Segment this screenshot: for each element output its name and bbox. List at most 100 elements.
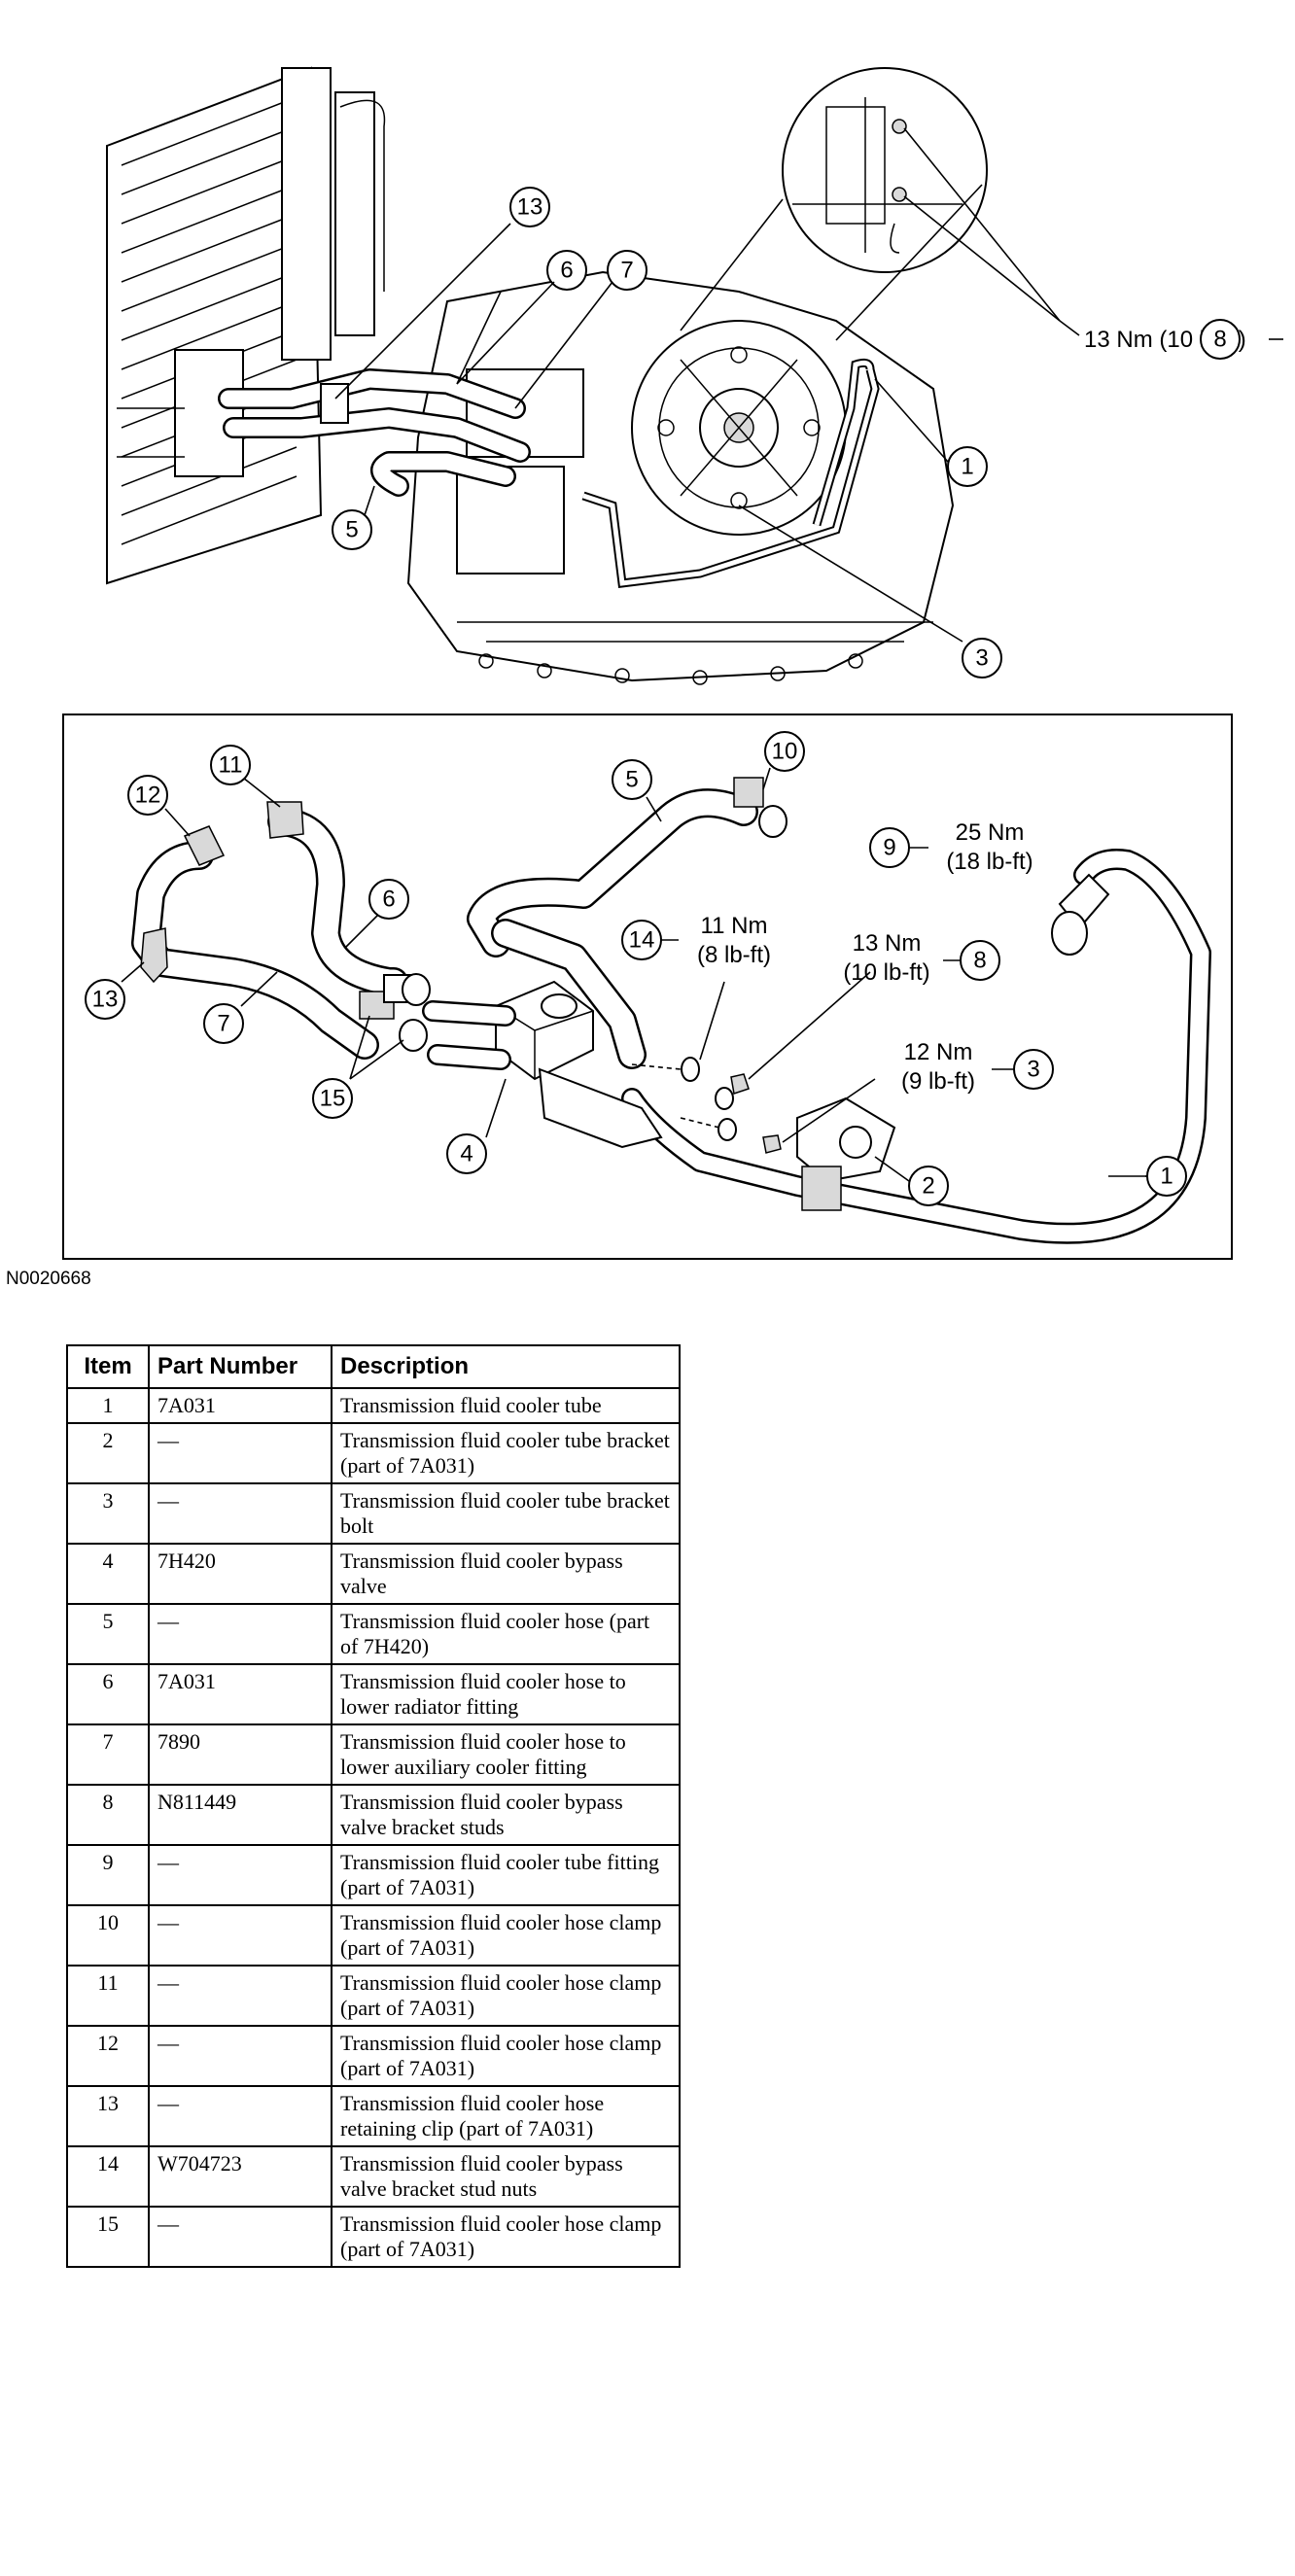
table-row: 11—Transmission fluid cooler hose clamp …: [66, 1965, 681, 2027]
cell-part-number: —: [148, 2085, 332, 2147]
cell-item: 2: [66, 1422, 150, 1484]
table-row: 10—Transmission fluid cooler hose clamp …: [66, 1904, 681, 1967]
cooler-lines-diagram: 1 3 5 6 7 13 13 Nm (10 lb-ft) 8: [62, 66, 1283, 1260]
callout-5: 5: [345, 517, 358, 543]
cell-item: 12: [66, 2025, 150, 2087]
callout-8b: 8: [973, 948, 986, 974]
callout-7: 7: [620, 258, 633, 284]
cell-part-number: —: [148, 1422, 332, 1484]
callout-15: 15: [320, 1086, 346, 1112]
cell-part-number: —: [148, 1844, 332, 1906]
cell-description: Transmission fluid cooler hose clamp (pa…: [331, 1904, 681, 1967]
torque-13-line1: 13 Nm: [853, 930, 922, 957]
torque-12-line2: (9 lb-ft): [901, 1068, 975, 1095]
cell-item: 4: [66, 1543, 150, 1605]
bottom-view-frame: [62, 714, 1233, 1260]
cell-item: 8: [66, 1784, 150, 1846]
cell-description: Transmission fluid cooler hose clamp (pa…: [331, 2025, 681, 2087]
callout-7b: 7: [217, 1011, 229, 1037]
cell-item: 14: [66, 2145, 150, 2208]
cell-description: Transmission fluid cooler bypass valve b…: [331, 2145, 681, 2208]
cell-description: Transmission fluid cooler tube bracket (…: [331, 1422, 681, 1484]
cell-description: Transmission fluid cooler hose (part of …: [331, 1603, 681, 1665]
torque-12-line1: 12 Nm: [904, 1039, 973, 1065]
cell-part-number: —: [148, 2025, 332, 2087]
radiator-illustration: [106, 66, 386, 585]
callout-12: 12: [135, 783, 161, 809]
callout-6: 6: [560, 258, 573, 284]
header-description: Description: [331, 1344, 681, 1389]
cell-description: Transmission fluid cooler bypass valve b…: [331, 1784, 681, 1846]
table-row: 2—Transmission fluid cooler tube bracket…: [66, 1422, 681, 1484]
cell-part-number: —: [148, 1904, 332, 1967]
cell-part-number: W704723: [148, 2145, 332, 2208]
figure-code: N0020668: [6, 1269, 91, 1289]
cell-item: 3: [66, 1482, 150, 1545]
callout-1b: 1: [1160, 1164, 1172, 1190]
table-row: 9—Transmission fluid cooler tube fitting…: [66, 1844, 681, 1906]
top-callouts: 1 3 5 6 7 13 13 Nm (10 lb-ft) 8: [332, 127, 1283, 679]
cell-item: 9: [66, 1844, 150, 1906]
callout-11: 11: [219, 752, 243, 779]
cell-part-number: 7A031: [148, 1387, 332, 1424]
cell-description: Transmission fluid cooler hose to lower …: [331, 1723, 681, 1786]
top-view: 1 3 5 6 7 13 13 Nm (10 lb-ft) 8: [106, 66, 1283, 685]
callout-10: 10: [772, 739, 798, 765]
torque-25-line1: 25 Nm: [956, 819, 1025, 846]
callout-6b: 6: [382, 887, 395, 913]
torque-25-line2: (18 lb-ft): [946, 849, 1032, 875]
cell-item: 1: [66, 1387, 150, 1424]
exploded-hoses: [131, 788, 1211, 1244]
callout-14: 14: [629, 927, 655, 954]
torque-11-line1: 11 Nm: [701, 913, 768, 939]
cell-description: Transmission fluid cooler bypass valve: [331, 1543, 681, 1605]
cell-description: Transmission fluid cooler tube: [331, 1387, 681, 1424]
cell-part-number: N811449: [148, 1784, 332, 1846]
header-item: Item: [66, 1344, 150, 1389]
callout-1: 1: [961, 454, 973, 480]
cell-description: Transmission fluid cooler tube bracket b…: [331, 1482, 681, 1545]
torque-13-line2: (10 lb-ft): [843, 959, 929, 986]
cell-item: 13: [66, 2085, 150, 2147]
torque-11-line2: (8 lb-ft): [697, 942, 771, 968]
callout-2: 2: [922, 1173, 934, 1200]
table-header-row: Item Part Number Description: [66, 1344, 681, 1389]
header-part-number: Part Number: [148, 1344, 332, 1389]
cell-part-number: —: [148, 1603, 332, 1665]
callout-4: 4: [460, 1141, 472, 1167]
callout-5b: 5: [625, 767, 638, 793]
callout-13b: 13: [92, 987, 119, 1013]
cell-part-number: 7H420: [148, 1543, 332, 1605]
table-row: 5—Transmission fluid cooler hose (part o…: [66, 1603, 681, 1665]
top-cooler-lines: [218, 358, 880, 589]
table-row: 13—Transmission fluid cooler hose retain…: [66, 2085, 681, 2147]
callout-3: 3: [975, 645, 988, 672]
cell-description: Transmission fluid cooler hose clamp (pa…: [331, 1965, 681, 2027]
cell-item: 10: [66, 1904, 150, 1967]
cell-part-number: 7A031: [148, 1663, 332, 1725]
cell-part-number: —: [148, 1482, 332, 1545]
cell-description: Transmission fluid cooler hose to lower …: [331, 1663, 681, 1725]
cell-item: 5: [66, 1603, 150, 1665]
cell-part-number: 7890: [148, 1723, 332, 1786]
bottom-view: 1 2 3 4 5 6 7 13 Nm (10 lb-ft): [62, 714, 1233, 1260]
callout-8: 8: [1213, 327, 1226, 353]
cell-item: 6: [66, 1663, 150, 1725]
callout-13: 13: [517, 194, 543, 221]
table-row: 3—Transmission fluid cooler tube bracket…: [66, 1482, 681, 1545]
cell-description: Transmission fluid cooler tube fitting (…: [331, 1844, 681, 1906]
callout-3b: 3: [1027, 1057, 1039, 1083]
cell-part-number: —: [148, 2206, 332, 2268]
cell-item: 7: [66, 1723, 150, 1786]
cell-description: Transmission fluid cooler hose retaining…: [331, 2085, 681, 2147]
cell-description: Transmission fluid cooler hose clamp (pa…: [331, 2206, 681, 2268]
cell-item: 11: [66, 1965, 150, 2027]
callout-9: 9: [883, 835, 895, 861]
